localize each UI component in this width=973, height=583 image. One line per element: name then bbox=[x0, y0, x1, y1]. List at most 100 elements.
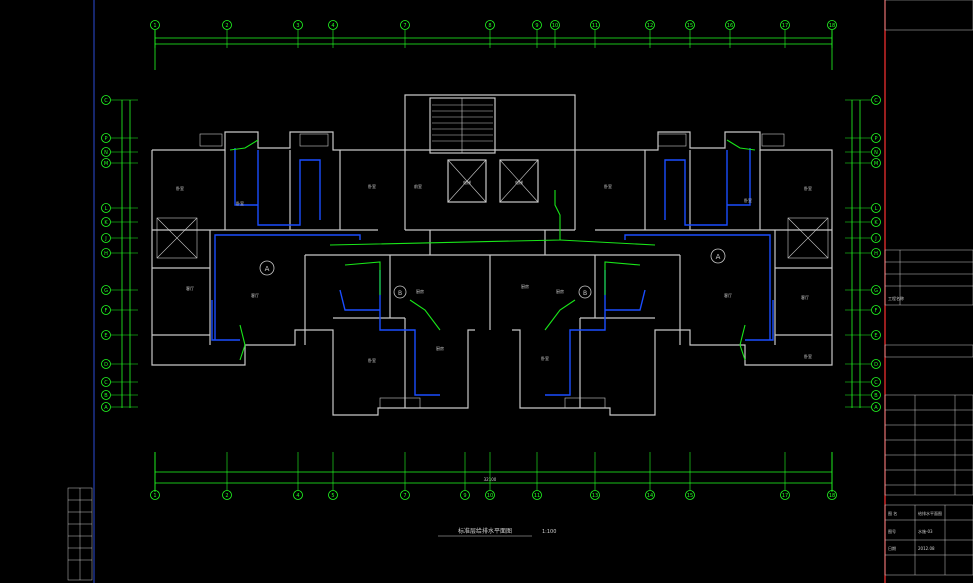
unit-mark-b-right: B bbox=[578, 285, 592, 299]
svg-text:H: H bbox=[104, 251, 108, 257]
svg-text:16: 16 bbox=[727, 23, 733, 29]
svg-text:A: A bbox=[104, 405, 108, 411]
grid-bubble-left-E: E bbox=[101, 330, 138, 340]
svg-text:A: A bbox=[716, 253, 721, 261]
grid-bubble-right-H: H bbox=[845, 248, 881, 258]
grid-bubble-top-1: 1 bbox=[150, 20, 160, 48]
grid-bubble-left-P: P bbox=[101, 133, 138, 143]
svg-text:M: M bbox=[104, 161, 108, 167]
svg-text:K: K bbox=[104, 220, 108, 226]
svg-text:P: P bbox=[874, 136, 877, 142]
balcony-crosses bbox=[156, 133, 829, 409]
room-label: 厨房 bbox=[521, 283, 529, 289]
grid-bubble-right-M: M bbox=[845, 158, 881, 168]
grid-bubble-bottom-18: 18 bbox=[827, 452, 837, 500]
grid-bubble-right-F: F bbox=[845, 305, 881, 315]
grid-bubble-bottom-13: 13 bbox=[590, 452, 600, 500]
grid-bubble-bottom-11: 11 bbox=[532, 452, 542, 500]
grid-bubble-left-D: D bbox=[101, 359, 138, 369]
grid-bubble-left-J: J bbox=[101, 233, 138, 243]
grid-bubble-left-N: N bbox=[101, 147, 138, 157]
svg-text:15: 15 bbox=[687, 23, 693, 29]
room-label: 卧室 bbox=[176, 185, 184, 191]
svg-text:B: B bbox=[398, 290, 402, 297]
svg-text:7: 7 bbox=[403, 23, 406, 29]
title-block: 工程名称 图 名 给排水平面图 图号 水施-03 日期 2012.08 bbox=[884, 0, 973, 583]
unit-mark-a-left: A bbox=[259, 260, 275, 276]
room-label: 卧室 bbox=[744, 197, 752, 203]
grid-bubble-left-M: M bbox=[101, 158, 138, 168]
grid-bubble-right-J: J bbox=[845, 233, 881, 243]
grid-bubble-left-C: C bbox=[101, 95, 138, 105]
grid-bubble-top-15: 15 bbox=[685, 20, 695, 48]
grid-bubble-left-K: K bbox=[101, 217, 138, 227]
room-label: 厨房 bbox=[556, 288, 564, 294]
svg-text:11: 11 bbox=[534, 493, 540, 499]
svg-text:A: A bbox=[265, 265, 270, 273]
grid-bubble-bottom-9: 9 bbox=[460, 452, 470, 500]
grid-bubble-bottom-7: 7 bbox=[400, 452, 410, 500]
room-label: 电梯 bbox=[463, 179, 471, 185]
svg-text:5: 5 bbox=[331, 493, 334, 499]
grid-bubble-top-11: 11 bbox=[590, 20, 600, 48]
grid-bubble-bottom-17: 17 bbox=[780, 452, 790, 500]
svg-text:1: 1 bbox=[153, 23, 156, 29]
left-dimension-lines bbox=[121, 100, 131, 408]
svg-text:M: M bbox=[874, 161, 878, 167]
water-supply-pipes bbox=[211, 148, 774, 396]
svg-text:C: C bbox=[104, 380, 108, 386]
grid-bubble-right-A: A bbox=[845, 402, 881, 412]
svg-text:N: N bbox=[874, 150, 878, 156]
svg-text:12: 12 bbox=[647, 23, 653, 29]
svg-text:标准层给排水平面图: 标准层给排水平面图 bbox=[458, 527, 512, 535]
building-walls bbox=[151, 94, 833, 416]
grid-bubble-right-B: B bbox=[845, 390, 881, 400]
grid-bubble-top-4: 4 bbox=[328, 20, 338, 48]
grid-bubble-top-18: 18 bbox=[827, 20, 837, 48]
grid-bubble-right-P: P bbox=[845, 133, 881, 143]
grid-bubble-left-C: C bbox=[101, 377, 138, 387]
svg-text:17: 17 bbox=[782, 493, 788, 499]
svg-text:C: C bbox=[874, 98, 878, 104]
grid-bubble-top-7: 7 bbox=[400, 20, 410, 48]
tb-drawing-label: 图 名 bbox=[888, 510, 897, 516]
room-label: 卧室 bbox=[804, 353, 812, 359]
grid-bubble-left-H: H bbox=[101, 248, 138, 258]
svg-text:A: A bbox=[874, 405, 878, 411]
grid-bubble-right-G: G bbox=[845, 285, 881, 295]
room-label: 卧室 bbox=[368, 357, 376, 363]
grid-bubble-top-17: 17 bbox=[780, 20, 790, 48]
grid-bubble-right-C: C bbox=[845, 95, 881, 105]
svg-text:D: D bbox=[874, 362, 878, 368]
room-label: 卧室 bbox=[236, 200, 244, 206]
svg-text:3: 3 bbox=[296, 23, 299, 29]
tb-drawing-name: 给排水平面图 bbox=[918, 510, 942, 516]
elevator-shafts bbox=[447, 159, 539, 203]
right-dimension-lines bbox=[851, 100, 861, 408]
svg-text:H: H bbox=[874, 251, 878, 257]
svg-text:18: 18 bbox=[829, 493, 835, 499]
grid-bubble-right-C: C bbox=[845, 377, 881, 387]
svg-text:P: P bbox=[104, 136, 107, 142]
svg-text:7: 7 bbox=[403, 493, 406, 499]
svg-text:J: J bbox=[874, 236, 876, 242]
svg-text:L: L bbox=[105, 206, 108, 212]
room-label: 客厅 bbox=[801, 294, 809, 300]
svg-text:15: 15 bbox=[687, 493, 693, 499]
drawing-title: 标准层给排水平面图 1:100 bbox=[438, 527, 556, 537]
room-label: 厨房 bbox=[416, 288, 424, 294]
grid-bubble-top-9: 9 bbox=[532, 20, 542, 48]
tb-date: 2012.08 bbox=[918, 546, 935, 551]
svg-text:F: F bbox=[875, 308, 878, 314]
grid-bubble-top-12: 12 bbox=[645, 20, 655, 48]
tb-sheet-label: 图号 bbox=[888, 528, 896, 534]
svg-text:8: 8 bbox=[488, 23, 491, 29]
svg-text:D: D bbox=[104, 362, 108, 368]
grid-bubble-bottom-5: 5 bbox=[328, 452, 338, 500]
drainage-pipes bbox=[229, 139, 756, 361]
tb-sheet-no: 水施-03 bbox=[918, 528, 933, 534]
grid-bubble-bottom-10: 10 bbox=[485, 452, 495, 500]
